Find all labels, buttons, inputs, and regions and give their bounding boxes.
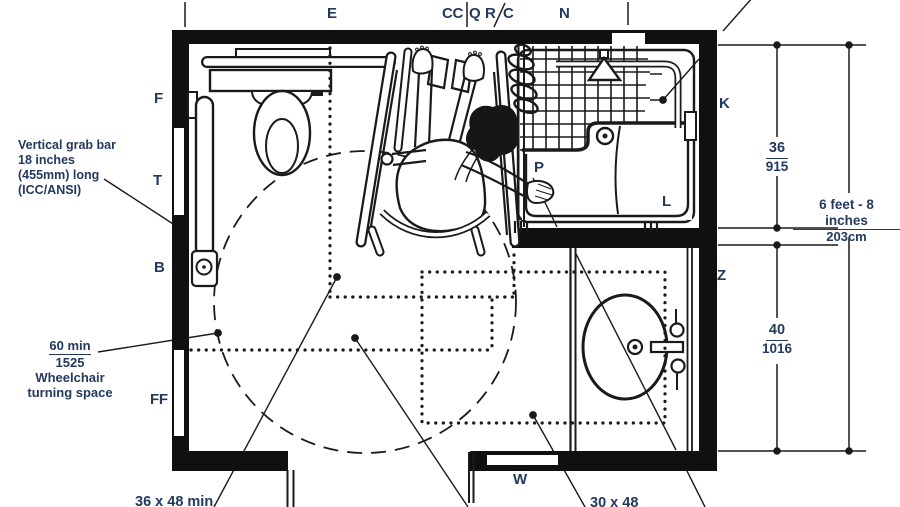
grab-bar-note-line4: (ICC/ANSI): [18, 183, 82, 197]
walls: [172, 30, 717, 471]
foot: [411, 47, 434, 75]
hand: [526, 180, 555, 205]
dimension-36-metric: 915: [765, 158, 789, 174]
turning-space-line2: turning space: [27, 385, 113, 400]
faucet-handle: [670, 358, 686, 374]
side-grab-bar: [187, 91, 219, 288]
key-letter-ff: FF: [150, 391, 168, 408]
wheelchair-user: [355, 45, 555, 257]
key-letter-z: Z: [717, 267, 726, 284]
turning-space-value: 60 min: [49, 338, 91, 355]
turning-circle: [213, 150, 517, 454]
key-letter-l: L: [662, 193, 671, 210]
key-letter-f: F: [154, 90, 163, 107]
vertical-grab-bar-note: Vertical grab bar 18 inches (455mm) long…: [18, 138, 116, 198]
shower-head-icon: [586, 55, 623, 82]
bathtub-shower: [516, 46, 697, 227]
grab-bar-note-line2: 18 inches: [18, 153, 75, 167]
key-letter-cc: CC: [442, 5, 464, 22]
wall-recess-t: [174, 128, 184, 215]
faucet-spout: [649, 340, 685, 354]
dimension-36: 36 915: [752, 139, 802, 174]
key-letter-q: Q: [469, 5, 481, 22]
wall-recess-ff: [174, 350, 184, 436]
key-letter-t: T: [153, 172, 162, 189]
key-letter-b: B: [154, 259, 165, 276]
shower-curtain: [507, 43, 539, 115]
dimension-lines: [718, 41, 866, 455]
toilet: [201, 48, 396, 177]
turning-space-metric: 1525: [55, 355, 85, 370]
wall-recess-w: [487, 455, 558, 465]
sink-drain: [626, 338, 644, 356]
dimension-total: 6 feet - 8 inches 203cm: [793, 197, 900, 245]
foot: [462, 53, 485, 82]
key-letter-p: P: [534, 159, 544, 176]
hand: [380, 152, 394, 166]
key-letter-c: C: [503, 5, 514, 22]
grab-bar-note-line1: Vertical grab bar: [18, 138, 116, 152]
dimension-total-value: 6 feet - 8 inches: [793, 197, 900, 231]
key-letter-w: W: [513, 471, 527, 488]
faucet-handle: [669, 322, 685, 338]
clear-floor-spaces: [189, 46, 667, 425]
clear-floor-label-36x48: 36 x 48 min: [135, 494, 214, 507]
clear-floor-label-30x48: 30 x 48: [590, 495, 639, 507]
top-reference-ticks: [184, 2, 629, 28]
door-opening-jambs: [286, 452, 475, 507]
dimension-40: 40 1016: [752, 321, 802, 356]
key-letter-e: E: [327, 5, 337, 22]
dimension-36-value: 36: [765, 140, 789, 159]
dimension-40-value: 40: [765, 322, 789, 341]
key-letter-r: R: [485, 5, 496, 22]
turning-space-note: 60 min 1525 Wheelchair turning space: [14, 338, 126, 400]
shower-unit-recess: [612, 33, 645, 44]
key-letter-k: K: [719, 95, 730, 112]
tub-rim-ticks: [513, 221, 659, 233]
dimension-40-metric: 1016: [761, 340, 793, 356]
lavatory: [569, 248, 693, 451]
head: [465, 104, 520, 162]
turning-space-line1: Wheelchair: [35, 370, 105, 385]
grab-bar-note-line3: (455mm) long: [18, 168, 100, 182]
key-letter-n: N: [559, 5, 570, 22]
dimension-total-metric: 203cm: [826, 229, 867, 245]
